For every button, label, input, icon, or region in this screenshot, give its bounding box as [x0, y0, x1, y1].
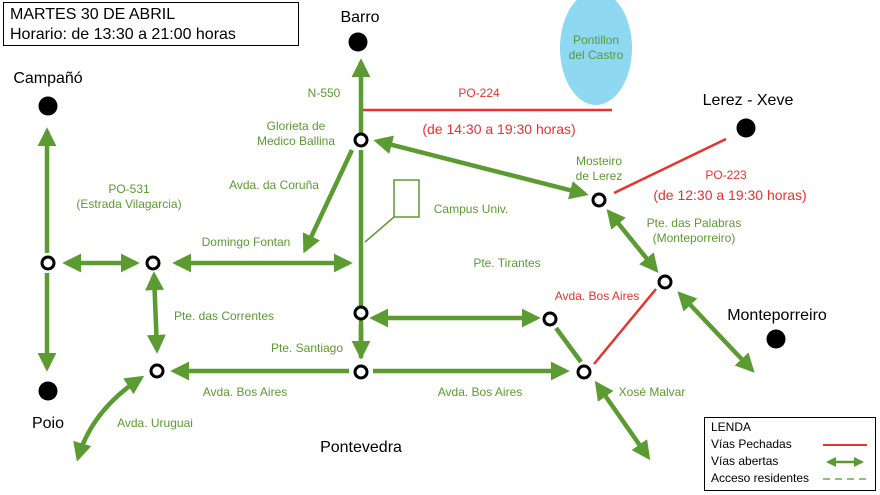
event-date: MARTES 30 DE ABRIL — [10, 6, 176, 23]
label-poio: Poio — [32, 415, 64, 432]
label-mosteiro-1: Mosteiro — [576, 154, 622, 168]
label-glorieta-2: Medico Ballina — [257, 134, 335, 148]
node-tirantes-east — [542, 311, 558, 327]
road-avda-uruguai — [73, 375, 145, 462]
road-tirantes-link — [554, 326, 583, 364]
node-po531 — [40, 255, 56, 271]
legend-residents-label: Acceso residentes — [711, 471, 810, 485]
road-xose-malvar — [594, 380, 651, 461]
label-pte-correntes: Pte. das Correntes — [174, 309, 274, 323]
pontillon-lake — [560, 0, 632, 105]
legend-residents-row: Acceso residentes — [711, 470, 869, 487]
label-pontevedra: Pontevedra — [320, 439, 402, 456]
label-glorieta-1: Glorieta de — [267, 119, 326, 133]
legend-residents-symbol — [823, 478, 867, 480]
label-po224: PO-224 — [458, 86, 500, 100]
label-barro: Barro — [340, 9, 379, 26]
node-santiago — [353, 364, 369, 380]
label-n550: N-550 — [308, 86, 341, 100]
legend-closed-symbol — [823, 444, 867, 446]
legend-title-row: LENDA — [711, 419, 869, 436]
label-pte-palabras-1: Pte. das Palabras — [647, 216, 742, 230]
label-campus: Campus Univ. — [434, 202, 508, 216]
lerez-xeve-dot — [736, 118, 756, 138]
road-pte-correntes — [145, 271, 166, 354]
label-po223-time: (de 12:30 a 19:30 horas) — [653, 187, 806, 203]
label-avda-bos-aires-right: Avda. Bos Aires — [438, 385, 523, 399]
legend-closed-label: Vías Pechadas — [711, 437, 792, 451]
monteporreiro-dot — [766, 329, 786, 349]
label-avda-uruguai: Avda. Uruguai — [117, 416, 193, 430]
closed-road-po223 — [613, 137, 727, 195]
label-pte-santiago: Pte. Santiago — [271, 341, 343, 355]
label-domingo-fontan: Domingo Fontan — [202, 235, 291, 249]
label-monteporreiro: Monteporreiro — [727, 307, 827, 324]
campus-leader — [364, 216, 395, 243]
node-correntes-north — [145, 255, 161, 271]
barro-dot — [348, 32, 368, 52]
label-avda-coruna: Avda. da Coruña — [229, 178, 319, 192]
node-correntes-south — [149, 363, 165, 379]
node-tirantes-west — [353, 305, 369, 321]
road-mosteiro-link — [373, 135, 589, 200]
node-glorieta — [353, 132, 369, 148]
legend-title: LENDA — [711, 420, 752, 434]
node-bos-aires-east — [576, 364, 592, 380]
label-pontillon-2: del Castro — [569, 48, 624, 62]
label-lerez-xeve: Lerez - Xeve — [703, 92, 794, 109]
road-avda-coruna — [302, 149, 355, 254]
legend-open-row: Vías abertas — [711, 453, 869, 470]
legend-closed-row: Vías Pechadas — [711, 436, 869, 453]
label-pte-palabras-2: (Monteporreiro) — [653, 231, 736, 245]
label-po224-time: (de 14:30 a 19:30 horas) — [422, 121, 575, 137]
label-po531-1: PO-531 — [108, 182, 150, 196]
label-po223: PO-223 — [705, 168, 747, 182]
label-pontillon-1: Pontillon — [573, 33, 619, 47]
campano-dot — [38, 96, 58, 116]
event-schedule: Horario: de 13:30 a 21:00 horas — [10, 26, 236, 43]
node-mosteiro — [591, 192, 607, 208]
road-monteporreiro — [677, 291, 755, 373]
campus-building — [393, 179, 420, 218]
label-xose-malvar: Xosé Malvar — [619, 385, 686, 399]
label-avda-bos-aires-red: Avda. Bos Aires — [555, 289, 640, 303]
label-avda-bos-aires-left: Avda. Bos Aires — [203, 385, 288, 399]
road-pte-palabras — [606, 209, 659, 273]
label-campano: Campañó — [13, 70, 82, 87]
label-pte-tirantes: Pte. Tirantes — [473, 256, 540, 270]
label-mosteiro-2: de Lerez — [576, 169, 623, 183]
node-palabras — [657, 274, 673, 290]
legend-open-symbol — [826, 457, 864, 467]
closed-road-bos-aires — [593, 288, 657, 365]
label-po531-2: (Estrada Vilagarcia) — [76, 197, 181, 211]
poio-dot — [38, 381, 58, 401]
legend: LENDA Vías Pechadas Vías abertas Acceso … — [704, 417, 876, 491]
event-info-box: MARTES 30 DE ABRIL Horario: de 13:30 a 2… — [3, 2, 299, 46]
legend-open-label: Vías abertas — [711, 454, 779, 468]
